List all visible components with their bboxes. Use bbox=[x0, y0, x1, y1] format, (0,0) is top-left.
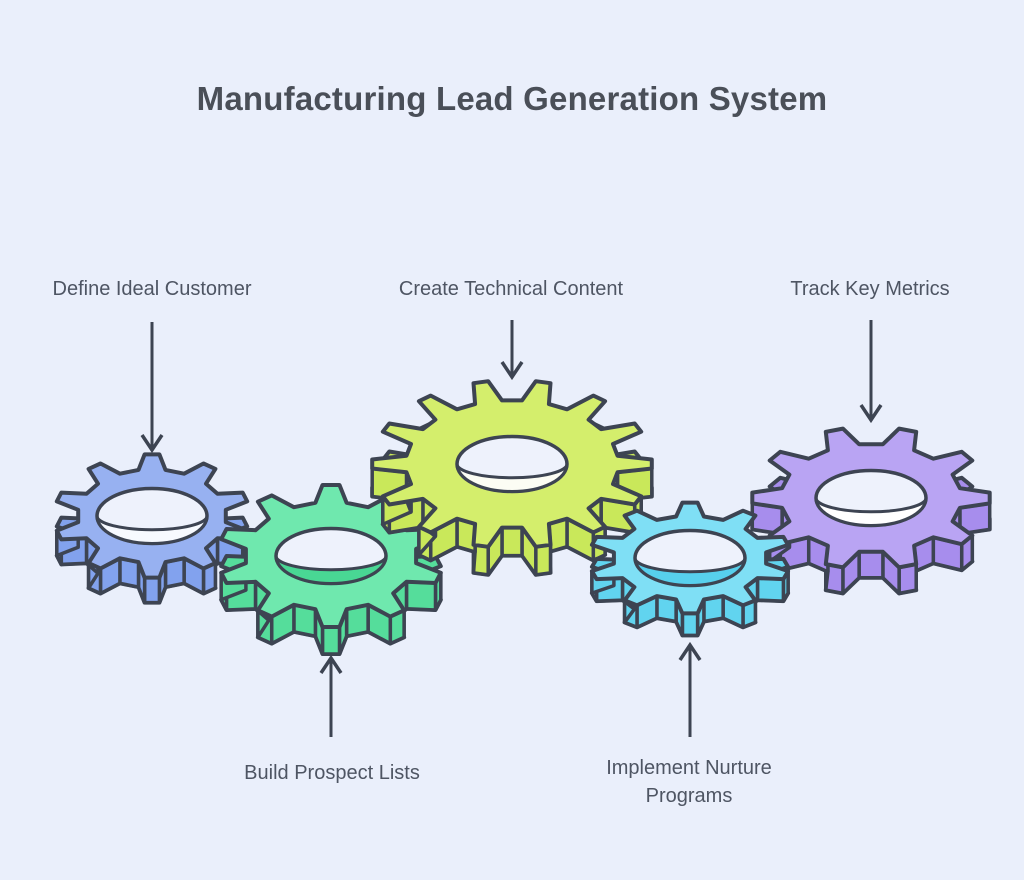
gear-define-ideal-customer bbox=[54, 452, 250, 605]
label-define-ideal-customer: Define Ideal Customer bbox=[52, 278, 252, 300]
label-track-key-metrics: Track Key Metrics bbox=[790, 278, 950, 300]
arrow-track-key-metrics bbox=[859, 320, 883, 424]
label-implement-nurture-programs: Implement Nurture Programs bbox=[606, 757, 772, 807]
arrow-implement-nurture-programs bbox=[678, 641, 702, 737]
label-build-prospect-lists: Build Prospect Lists bbox=[244, 762, 420, 784]
gear-track-key-metrics bbox=[750, 426, 992, 596]
arrow-define-ideal-customer bbox=[140, 322, 164, 454]
label-create-technical-content: Create Technical Content bbox=[398, 278, 624, 300]
arrow-create-technical-content bbox=[500, 320, 524, 381]
gear-create-technical-content bbox=[370, 379, 654, 577]
arrow-build-prospect-lists bbox=[319, 654, 343, 737]
gear-implement-nurture-programs bbox=[589, 500, 791, 638]
page-title: Manufacturing Lead Generation System bbox=[196, 80, 828, 117]
